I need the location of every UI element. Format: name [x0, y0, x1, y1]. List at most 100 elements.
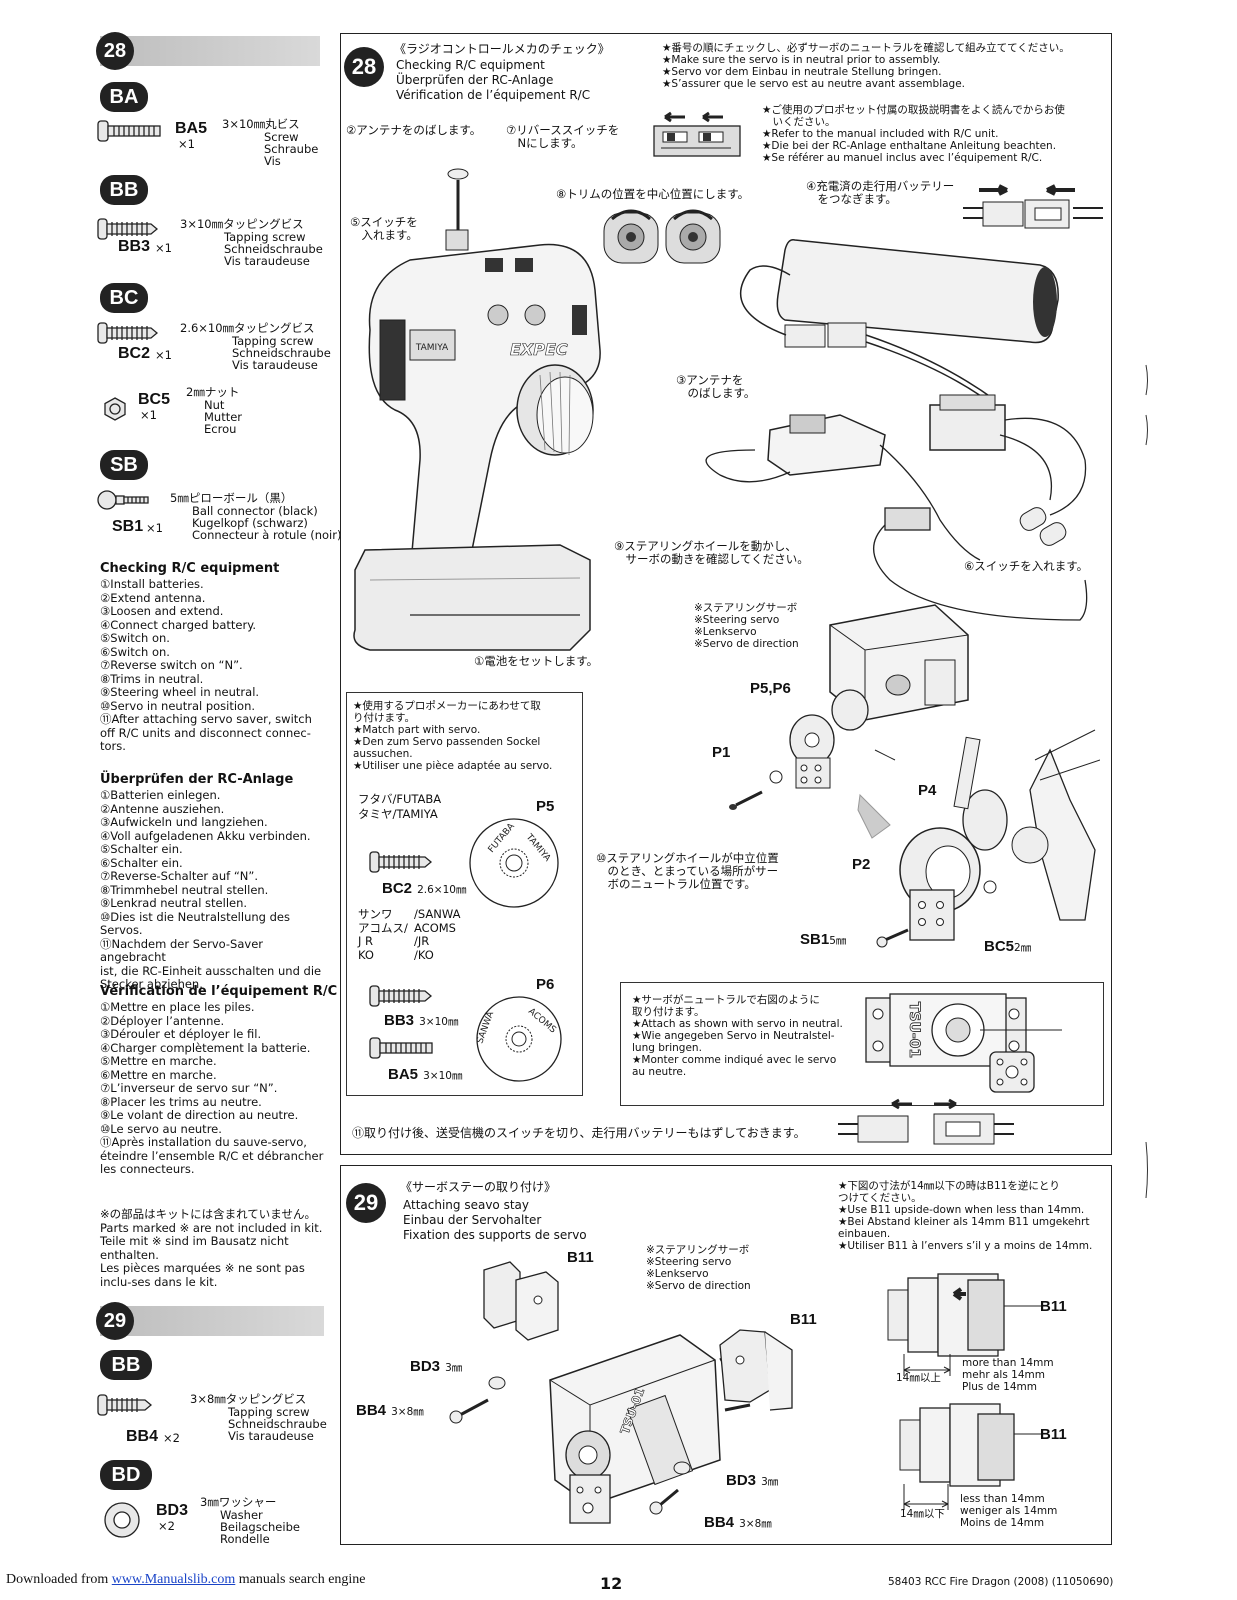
- step-29-title-fr: Fixation des supports de servo: [403, 1228, 587, 1242]
- part-name-fr-sb1: Connecteur à rotule (noir): [192, 528, 342, 542]
- list-item: ⑥Schalter ein.: [100, 855, 183, 870]
- label-bc2-size: BC2 2.6×10㎜: [382, 880, 467, 897]
- list-item: ⑩Servo in neutral position.: [100, 698, 256, 713]
- download-credit: Downloaded from www.Manualslib.com manua…: [6, 1572, 366, 1587]
- steering-servo-label: ※ステアリングサーボ ※Steering servo ※Lenkservo ※S…: [694, 602, 799, 650]
- part-name-de-bc2: Schneidschraube: [232, 346, 331, 360]
- part-code-bc2: BC2: [118, 345, 151, 362]
- tamiya-label: タミヤ/TAMIYA: [358, 807, 438, 821]
- washer-icon: [104, 1502, 140, 1538]
- callout-11: ⑪取り付け後、送受信機のスイッチを切り、走行用バッテリーもはずしておきます。: [352, 1126, 806, 1140]
- list-item: ③Aufwickeln und langziehen.: [100, 815, 268, 829]
- transmitter-brand-mark: TAMIYA: [415, 343, 449, 353]
- not-included-note: ※の部品はキットには含まれていません。 Parts marked ※ are n…: [100, 1207, 323, 1289]
- disconnect-connector-icon: [838, 1098, 1014, 1145]
- step-header-bar: [100, 1306, 324, 1336]
- step-28-title-jp: 《ラジオコントロールメカのチェック》: [394, 42, 610, 56]
- less-than-14mm-label: less than 14mm weniger als 14mm Moins de…: [960, 1493, 1058, 1529]
- list-item: ⑥Switch on.: [100, 644, 170, 659]
- step-28-title-de: Überprüfen der RC-Anlage: [396, 73, 554, 87]
- step-badge-28: 28: [96, 32, 134, 70]
- list-item: ⑧Placer les trims au neutre.: [100, 1094, 262, 1109]
- part-name-en-bc5: Nut: [204, 398, 225, 412]
- part-name-fr-bb3: Vis taraudeuse: [224, 254, 310, 268]
- step-28-title-en: Checking R/C equipment: [396, 58, 545, 72]
- checking-de-list: ①Batterien einlegen. ②Antenne ausziehen.…: [100, 788, 325, 992]
- part-qty-sb1: ×1: [146, 521, 163, 535]
- callout-10: ⑩ステアリングホイールが中立位置 のとき、とまっている場所がサー ボのニュートラ…: [596, 851, 779, 891]
- less-than-14mm-diagram: [899, 1403, 1046, 1510]
- list-item: ③Loosen and extend.: [100, 604, 224, 618]
- list-item: ②Extend antenna.: [100, 590, 206, 605]
- list-item: éteindre l’ensemble R/C et débrancher: [100, 1148, 324, 1163]
- list-item: Stecker abziehen.: [100, 977, 203, 991]
- part-qty-ba5: ×1: [178, 137, 195, 151]
- more-than-14mm-jp: 14㎜以上: [896, 1372, 941, 1384]
- label-bb4-right: BB4 3×8㎜: [704, 1514, 772, 1531]
- label-p6: P6: [536, 976, 555, 993]
- margin-mark: [1145, 364, 1148, 446]
- list-item: ①Mettre en place les piles.: [100, 1000, 255, 1014]
- tapping-screw-icon: [369, 985, 433, 1007]
- manualslib-link[interactable]: www.Manualslib.com: [111, 1572, 236, 1587]
- part-name-de-ba5: Schraube: [264, 142, 319, 156]
- neutral-note: ★サーボがニュートラルで右図のように 取り付けます。 ★Attach as sh…: [632, 994, 843, 1078]
- part-name-de-bc5: Mutter: [204, 410, 243, 424]
- bag-badge-bd: BD: [100, 1460, 152, 1490]
- label-p5p6: P5,P6: [750, 680, 791, 697]
- part-name-en-bb4: Tapping screw: [228, 1405, 310, 1419]
- part-name-de-bb3: Schneidschraube: [224, 242, 323, 256]
- step-28-frame: [340, 33, 1112, 1155]
- page-number: 12: [600, 1574, 623, 1593]
- callout-9: ⑨ステアリングホイールを動かし、 サーボの動きを確認してください。: [614, 539, 809, 566]
- label-bb3-size: BB3 3×10㎜: [384, 1012, 459, 1029]
- list-item: ⑨Le volant de direction au neutre.: [100, 1108, 299, 1122]
- step-29-notice: ★下図の寸法が14㎜以下の時はB11を逆にとり つけてください。 ★Use B1…: [838, 1180, 1093, 1252]
- bag-badge-ba: BA: [100, 82, 148, 112]
- servo-model-label: TSU-01: [906, 1002, 922, 1058]
- list-item: off R/C units and disconnect connec-: [100, 725, 311, 740]
- part-name-de-sb1: Kugelkopf (schwarz): [192, 516, 308, 530]
- p5-horn-disc-icon: FUTABA TAMIYA: [469, 818, 559, 908]
- label-bb4-left: BB4 3×8㎜: [356, 1402, 424, 1419]
- reverse-switch-panel-icon: [653, 111, 741, 157]
- step-29-title-en: Attaching seavo stay: [403, 1198, 529, 1212]
- callout-5: ⑤スイッチを 入れます。: [350, 215, 418, 242]
- list-item: ⑧Trims in neutral.: [100, 671, 204, 686]
- part-size-bb3: 3×10㎜タッピングビス: [180, 217, 304, 231]
- machine-screw-icon: [369, 1037, 433, 1059]
- part-name-de-bb4: Schneidschraube: [228, 1417, 327, 1431]
- manual-note: ★ご使用のプロポセット付属の取扱説明書をよく読んでからお使 いください。 ★Re…: [762, 104, 1065, 164]
- transmitter-illustration: TAMIYA EXPEC: [353, 168, 601, 651]
- label-b11-left: B11: [567, 1249, 594, 1266]
- list-item: ⑤Switch on.: [100, 631, 170, 645]
- step-29-title-de: Einbau der Servohalter: [403, 1213, 542, 1227]
- list-item: ③Dérouler et déployer le fil.: [100, 1027, 262, 1041]
- step-28-number: 28: [344, 47, 384, 87]
- label-b11-less: B11: [1040, 1426, 1067, 1443]
- bag-badge-bc: BC: [100, 283, 148, 313]
- list-item: ⑩Le servo au neutre.: [100, 1121, 222, 1136]
- machine-screw-icon: [97, 120, 161, 142]
- callout-8: ⑧トリムの位置を中心位置にします。: [556, 187, 750, 201]
- list-item: ④Voll aufgeladenen Akku verbinden.: [100, 828, 311, 843]
- list-item: ⑪Nachdem der Servo-Saver angebracht: [100, 936, 264, 964]
- futaba-label: フタバ/FUTABA: [358, 792, 442, 806]
- part-code-bb4: BB4: [126, 1428, 159, 1445]
- list-item: ④Connect charged battery.: [100, 617, 257, 632]
- checking-en-list: ①Install batteries. ②Extend antenna. ③Lo…: [100, 577, 325, 754]
- label-p1: P1: [712, 744, 731, 761]
- list-item: ⑩Dies ist die Neutralstellung des Servos…: [100, 909, 290, 937]
- label-p2: P2: [852, 856, 871, 873]
- checking-fr-title: Vérification de l’équipement R/C: [100, 984, 338, 999]
- part-size-ba5: 3×10㎜丸ビス: [222, 117, 300, 131]
- match-part-note: ★使用するプロポメーカーにあわせて取 り付けます。 ★Match part wi…: [353, 700, 553, 772]
- battery-connector-icon: [963, 184, 1103, 229]
- part-size-bc5: 2㎜ナット: [186, 385, 240, 399]
- tapping-screw-icon: [369, 851, 433, 873]
- list-item: ①Install batteries.: [100, 577, 204, 591]
- trim-dials-icon: [603, 209, 721, 264]
- list-item: ②Déployer l’antenne.: [100, 1013, 225, 1028]
- callout-1: ①電池をセットします。: [474, 654, 599, 668]
- part-qty-bb4: ×2: [163, 1431, 180, 1445]
